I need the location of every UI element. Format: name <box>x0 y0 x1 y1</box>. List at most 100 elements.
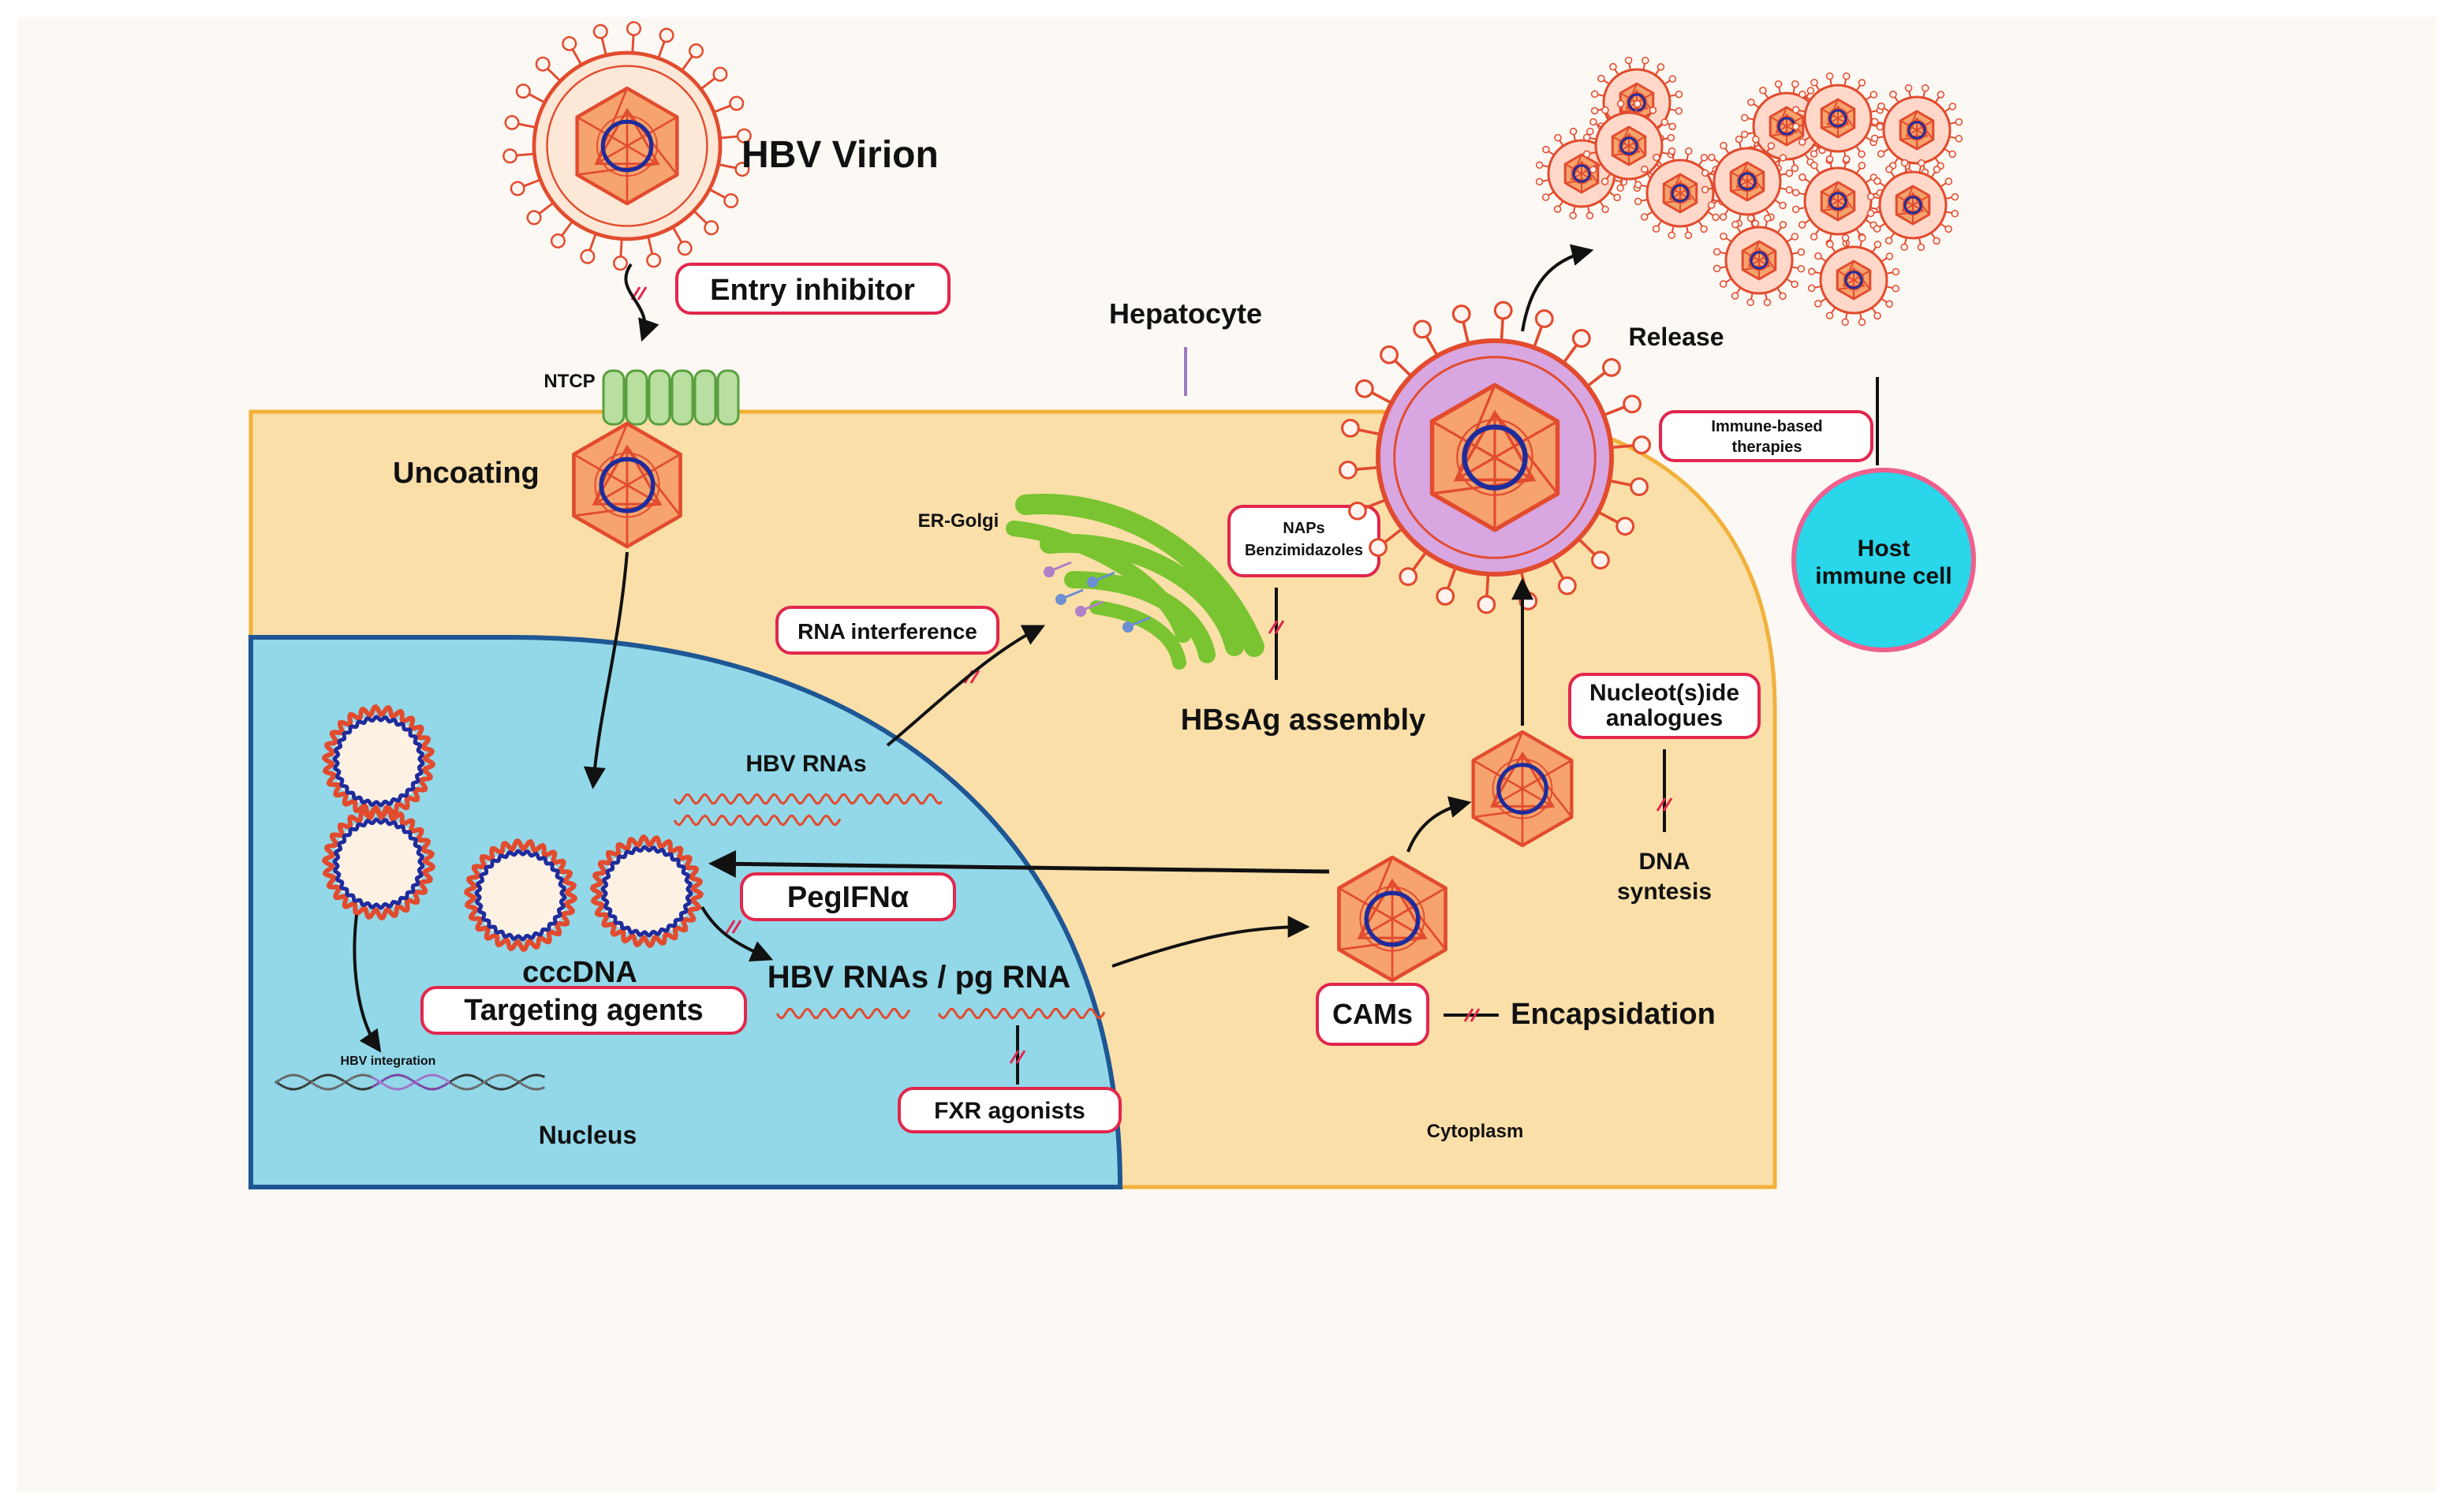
immune-cell-label: immune cell <box>1815 563 1952 589</box>
hbv-virion <box>502 21 752 271</box>
cccdna-circle-3-outer-strand <box>463 838 578 953</box>
golgi-cisterna-1 <box>1015 494 1264 657</box>
released-capsid-11 <box>1741 240 1777 281</box>
immune-based-label-1: Immune-based <box>1711 418 1822 435</box>
dna-synthesis-label-1: DNA <box>1639 849 1690 875</box>
pegifn-badge <box>740 872 956 921</box>
released-capsid-4 <box>1899 110 1935 151</box>
released-virion-6 <box>1582 99 1675 192</box>
cccdna-circle-4-outer-strand <box>589 834 704 949</box>
entry-inhibitor-badge <box>675 263 951 315</box>
released-capsid-5-genome <box>1572 164 1591 183</box>
released-virion-7 <box>1634 147 1727 240</box>
released-capsid-6 <box>1611 125 1647 166</box>
nucleoside-analogues-badge <box>1568 673 1761 739</box>
pgrna-wave-2 <box>937 1007 1106 1020</box>
rna-interference-label: RNA interference <box>797 619 977 644</box>
rna-to-golgi-arrow <box>886 625 1046 747</box>
released-capsid-8 <box>1729 161 1765 202</box>
benzimidazoles-label: Benzimidazoles <box>1245 542 1363 559</box>
rna-to-capsid-arrow <box>1111 916 1310 968</box>
golgi-vesicle-5 <box>1055 594 1066 605</box>
fxr-inhibition-mark <box>1009 1050 1026 1064</box>
released-capsid-12-genome <box>1844 271 1863 289</box>
targeting-agents-badge <box>420 986 747 1035</box>
hbv-rna-wave-2 <box>673 814 842 827</box>
golgi-cisterna-5 <box>1089 600 1186 670</box>
released-virion-10 <box>1866 159 1959 252</box>
ntcp-label: NTCP <box>543 371 595 392</box>
host-immune-cell <box>1791 468 1976 652</box>
released-capsid-12 <box>1836 259 1872 301</box>
hbv-virion-capsid <box>575 86 679 206</box>
immune-based-therapies-badge <box>1659 410 1873 462</box>
released-virion-12 <box>1807 233 1900 327</box>
release-label: Release <box>1629 323 1724 351</box>
cytoplasm-label: Cytoplasm <box>1427 1121 1524 1142</box>
naps-label: NAPs <box>1283 520 1324 537</box>
cccdna-circle-2-outer-strand <box>321 806 436 921</box>
enveloped-virion-capsid-genome <box>1462 424 1528 491</box>
released-capsid-10-genome <box>1903 196 1922 215</box>
released-virion-3 <box>1791 72 1884 165</box>
cccdna-circle-1 <box>321 704 436 819</box>
golgi-cisterna-4 <box>1006 521 1191 643</box>
released-capsid-3 <box>1820 98 1856 139</box>
encapsidation-capsid <box>1337 855 1447 983</box>
hbv-rnas-pgrna-label: HBV RNAs / pg RNA <box>768 960 1070 995</box>
host-dna-helix <box>275 1073 545 1091</box>
cccdna-circle-3 <box>463 838 578 953</box>
cccdna-label: cccDNA <box>522 956 637 989</box>
dna-synthesis-label-2: syntesis <box>1617 879 1712 905</box>
ntcp-receptor <box>602 369 740 426</box>
virion-label: HBV Virion <box>741 134 939 176</box>
naps-inhibition-mark <box>1268 620 1285 634</box>
nuclear-import-arrow <box>583 551 629 790</box>
enveloped-virion-spikes <box>1338 301 1652 614</box>
released-capsid-7 <box>1662 173 1698 214</box>
released-virion-9 <box>1791 155 1884 248</box>
hepatocyte-label: Hepatocyte <box>1109 297 1262 330</box>
integration-arrow <box>353 914 382 1053</box>
entry-inhibitor-label: Entry inhibitor <box>710 274 915 307</box>
rna-interference-badge <box>775 606 999 655</box>
encapsidation-label: Encapsidation <box>1511 998 1716 1031</box>
er-golgi-stack <box>1006 494 1264 670</box>
pegifn-inhibition-mark <box>725 920 742 934</box>
cccdna-circle-2-inner-strand <box>332 817 425 910</box>
pgrna-wave-1 <box>775 1007 911 1020</box>
enveloped-virion <box>1338 301 1652 614</box>
released-virion-8 <box>1701 135 1794 228</box>
pegifn-label: PegIFNα <box>787 881 909 914</box>
maturation-arrow <box>1406 796 1472 853</box>
cccdna-circle-2 <box>321 806 436 921</box>
cccdna-circle-4-inner-strand <box>600 845 693 938</box>
nucleotide-analogues-label-2: analogues <box>1606 705 1723 731</box>
cams-badge <box>1316 983 1429 1046</box>
golgi-vesicle-1 <box>1044 566 1055 577</box>
transcription-arrow <box>700 906 774 962</box>
encapsidation-capsid-genome <box>1364 890 1421 947</box>
nucleus-label: Nucleus <box>539 1121 637 1149</box>
nucleoside-inhibition-mark <box>1656 797 1673 812</box>
released-capsid-10 <box>1895 185 1931 226</box>
released-capsid-3-genome <box>1828 109 1847 128</box>
uncoating-capsid-genome <box>599 457 656 513</box>
released-capsid-8-genome <box>1738 172 1757 191</box>
cams-label: CAMs <box>1332 998 1413 1030</box>
uncoating-label: Uncoating <box>393 457 540 490</box>
released-capsid-2 <box>1769 106 1805 147</box>
released-virion-4 <box>1870 84 1963 177</box>
fxr-agonists-label: FXR agonists <box>934 1098 1085 1124</box>
er-golgi-label: ER-Golgi <box>918 510 999 532</box>
released-capsid-9-genome <box>1828 192 1847 211</box>
release-arrow <box>1521 244 1594 332</box>
enveloped-virion-capsid <box>1429 383 1560 532</box>
golgi-vesicle-4 <box>1122 622 1134 633</box>
mature-capsid-genome <box>1496 763 1548 815</box>
cccdna-circle-4 <box>589 834 704 949</box>
released-capsid-9 <box>1820 181 1856 222</box>
released-capsid-5 <box>1563 153 1600 194</box>
hbv-virion-capsid-genome <box>600 119 654 173</box>
